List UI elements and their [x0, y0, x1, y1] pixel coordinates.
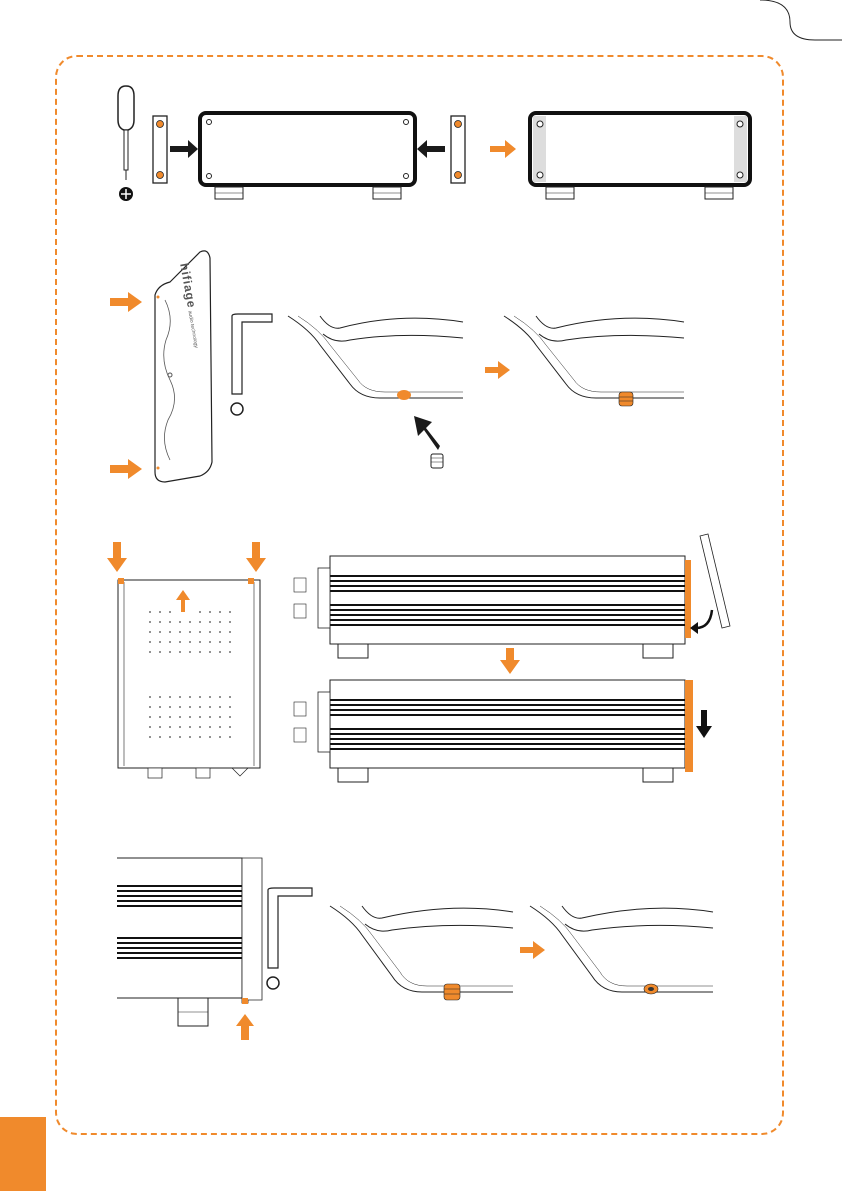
page-fold-line [760, 0, 842, 40]
page-tab [0, 1117, 46, 1191]
dashed-frame [55, 55, 784, 1135]
